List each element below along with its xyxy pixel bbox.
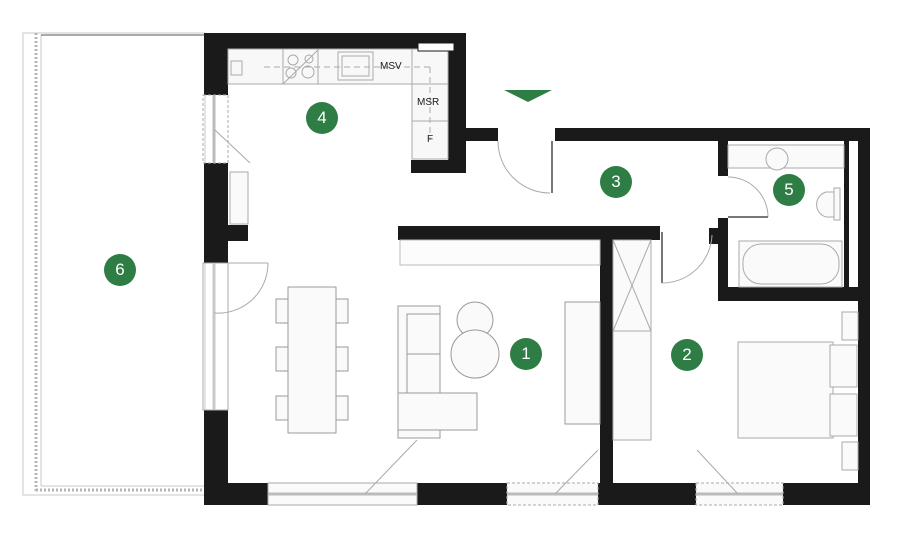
kitchen-counter	[227, 42, 455, 160]
living-shelf	[399, 239, 601, 266]
bed	[737, 311, 859, 471]
kitchen-window	[202, 94, 251, 225]
room-badge-5: 5	[773, 174, 805, 206]
wardrobe	[612, 239, 652, 441]
fixture-label-msr: MSR	[417, 97, 440, 108]
entrance-door	[497, 140, 553, 194]
terrace-door	[202, 262, 269, 411]
fixture-label-msv: MSV	[380, 61, 402, 72]
bathroom-door	[727, 176, 769, 218]
sofa	[397, 305, 478, 439]
room-badge-4: 4	[306, 102, 338, 134]
room-badge-3: 3	[600, 166, 632, 198]
bottom-windows	[267, 439, 784, 506]
room-badge-6: 6	[104, 254, 136, 286]
walls	[204, 33, 870, 505]
bedroom-door	[661, 232, 713, 284]
entrance-arrow-icon	[504, 90, 552, 102]
coffee-tables	[450, 301, 500, 379]
bathroom-fixtures	[727, 144, 845, 288]
tv-unit	[564, 301, 601, 425]
fixture-label-f: F	[427, 134, 434, 145]
room-badge-2: 2	[671, 339, 703, 371]
dining-table	[275, 286, 349, 434]
terrace-outline	[22, 32, 206, 496]
room-badge-1: 1	[510, 338, 542, 370]
